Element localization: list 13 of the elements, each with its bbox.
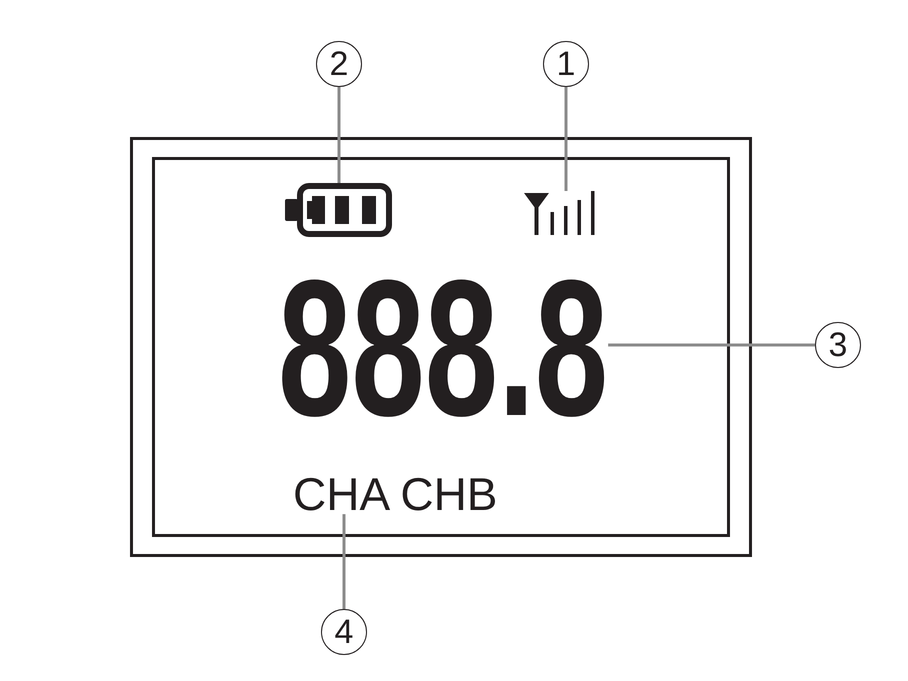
leader-line (342, 514, 346, 609)
signal-icon (524, 191, 596, 235)
callout-number: 4 (321, 609, 367, 655)
channel-label: CHA CHB (293, 475, 498, 514)
callout-number: 3 (815, 322, 861, 368)
battery-icon (285, 183, 392, 237)
leader-line (564, 87, 568, 191)
callout-number: 1 (543, 41, 589, 87)
leader-line (608, 344, 815, 346)
leader-line (338, 87, 340, 183)
digit-readout: 888.8 (278, 277, 608, 421)
lcd-screen (130, 137, 752, 557)
callout-number: 2 (316, 41, 362, 87)
